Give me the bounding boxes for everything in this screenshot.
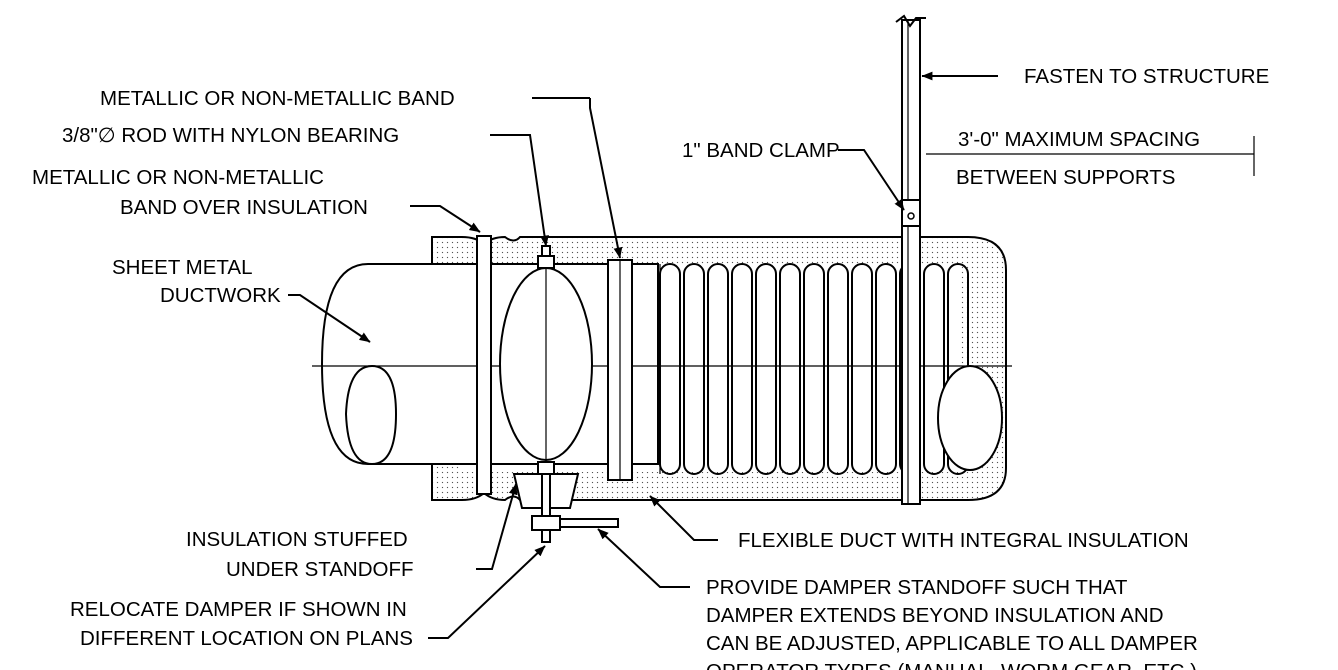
label-insulation-2: UNDER STANDOFF — [226, 558, 414, 581]
label-provide-3: CAN BE ADJUSTED, APPLICABLE TO ALL DAMPE… — [706, 632, 1198, 655]
flex-corrugations — [659, 263, 969, 475]
hanger-strap — [895, 14, 926, 505]
rod-bearing-bottom — [537, 461, 555, 475]
label-sheet-metal-2: DUCTWORK — [160, 284, 281, 307]
label-rod: 3/8"∅ ROD WITH NYLON BEARING — [62, 124, 399, 147]
label-flexible-duct: FLEXIBLE DUCT WITH INTEGRAL INSULATION — [738, 529, 1189, 552]
label-spacing-1: 3'-0" MAXIMUM SPACING — [958, 128, 1200, 151]
label-band-over-insulation-1: METALLIC OR NON-METALLIC — [32, 166, 324, 189]
label-provide-4: OPERATOR TYPES (MANUAL, WORM GEAR, ETC.) — [706, 660, 1197, 670]
band-over-insulation — [476, 235, 492, 495]
label-provide-2: DAMPER EXTENDS BEYOND INSULATION AND — [706, 604, 1164, 627]
label-band-clamp: 1" BAND CLAMP — [682, 139, 840, 162]
label-provide-1: PROVIDE DAMPER STANDOFF SUCH THAT — [706, 576, 1128, 599]
damper-handle — [559, 518, 619, 528]
label-sheet-metal-1: SHEET METAL — [112, 256, 253, 279]
label-fasten: FASTEN TO STRUCTURE — [1024, 65, 1269, 88]
rod-bearing-top — [537, 255, 555, 269]
damper-operator — [531, 515, 561, 531]
duct-end-ellipse-right — [937, 365, 1003, 471]
label-spacing-2: BETWEEN SUPPORTS — [956, 166, 1175, 189]
label-insulation-1: INSULATION STUFFED — [186, 528, 408, 551]
label-relocate-1: RELOCATE DAMPER IF SHOWN IN — [70, 598, 407, 621]
label-relocate-2: DIFFERENT LOCATION ON PLANS — [80, 627, 413, 650]
label-metallic-band: METALLIC OR NON-METALLIC BAND — [100, 87, 455, 110]
label-band-over-insulation-2: BAND OVER INSULATION — [120, 196, 368, 219]
duct-end-ellipse-left — [344, 364, 398, 466]
leaders — [288, 71, 998, 639]
